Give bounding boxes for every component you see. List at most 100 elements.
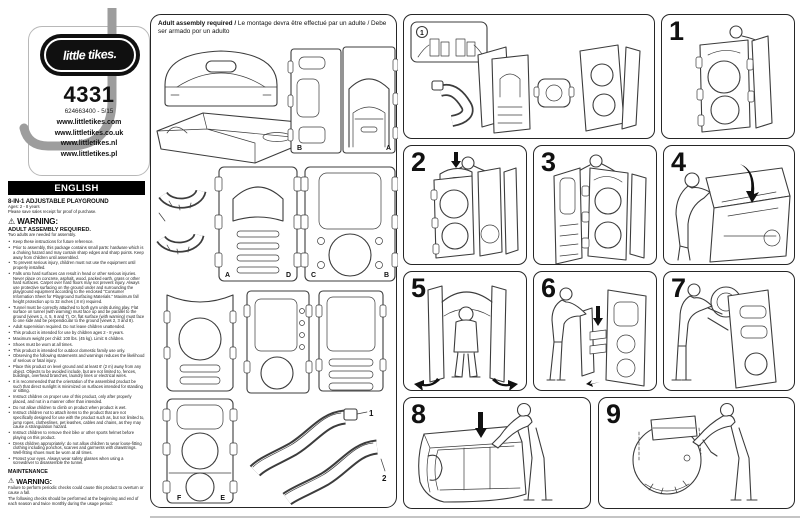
overview-illustration: 1 bbox=[410, 21, 641, 134]
part-label: C bbox=[311, 272, 316, 279]
warning-heading: ⚠ WARNING: bbox=[8, 217, 145, 226]
down-arrow-icon bbox=[593, 306, 603, 326]
step-number: 4 bbox=[671, 147, 686, 177]
parts-header: Adult assembly required / Le montage dev… bbox=[151, 15, 396, 36]
step-8-box: 8 bbox=[403, 397, 591, 509]
receipt-note: Please save sales receipt for proof of p… bbox=[8, 208, 97, 214]
part-label: F bbox=[177, 495, 182, 502]
swoosh-graphic bbox=[19, 8, 117, 151]
step-2-illustration bbox=[430, 152, 519, 259]
step-5-illustration bbox=[414, 285, 518, 390]
step-3-box: 3 bbox=[533, 145, 657, 265]
step-number: 6 bbox=[541, 273, 556, 303]
website-link: www.littletikes.nl bbox=[60, 140, 118, 147]
step-3-illustration bbox=[553, 154, 647, 264]
down-arrow-icon bbox=[451, 152, 461, 168]
door-panel-drawing: B A bbox=[287, 46, 398, 154]
tower-panel-drawing: F E bbox=[162, 398, 238, 504]
part-label: B bbox=[297, 145, 302, 152]
english-section: ENGLISH 8-IN-1 ADJUSTABLE PLAYGROUND Age… bbox=[8, 181, 145, 506]
model-number: 4331 bbox=[63, 82, 115, 107]
side-panel-circle-drawing bbox=[163, 294, 237, 392]
safety-bullet: Keep these instructions for future refer… bbox=[8, 240, 145, 245]
safety-bullet: Prior to assembly, this package contains… bbox=[8, 246, 145, 260]
safety-bullet: Tunnel must be correctly attached to bot… bbox=[8, 305, 145, 325]
maintenance-text-1: Failure to perform periodic checks could… bbox=[8, 485, 144, 495]
adult-assembly-sub: Two adults are needed for assembly. bbox=[8, 232, 77, 238]
small-arrow-icon bbox=[586, 380, 600, 387]
step-overview-box: 1 bbox=[403, 14, 655, 139]
slide-part-drawing: 2 bbox=[282, 439, 387, 506]
step-number: 5 bbox=[411, 273, 426, 303]
maintenance-heading: MAINTENANCE bbox=[8, 468, 48, 475]
website-list: www.littletikes.com www.littletikes.co.u… bbox=[28, 118, 150, 160]
safety-bullet: Maximum weight per child: 100 lbs. (45 k… bbox=[8, 336, 145, 342]
part-label: A bbox=[225, 272, 230, 279]
step-number: 3 bbox=[541, 147, 556, 177]
step-number: 7 bbox=[671, 273, 686, 303]
safety-bullet: It is recommended that the orientation o… bbox=[8, 379, 145, 394]
safety-bullet: Do not allow children to climb on produc… bbox=[8, 405, 145, 411]
curved-arrow-right-icon bbox=[492, 378, 518, 390]
step-6-box: 6 bbox=[533, 271, 657, 391]
curved-arrow-left-icon bbox=[414, 378, 440, 390]
inset-config-glyphs bbox=[417, 38, 485, 58]
safety-bullet: Place this product on level ground and a… bbox=[8, 364, 145, 379]
page-edge-rule bbox=[150, 516, 800, 518]
arch-ladder-panel-drawing: A D bbox=[214, 166, 302, 282]
product-title: 8-IN-1 ADJUSTABLE PLAYGROUND bbox=[8, 198, 109, 205]
safety-bullet: This product is intended for outdoor dom… bbox=[8, 348, 145, 354]
step-9-box: 9 bbox=[598, 397, 795, 509]
ages-note: Ages: 2 - 8 years bbox=[8, 204, 40, 209]
step-1-box: 1 bbox=[661, 14, 795, 139]
logo-text: little tikes. bbox=[63, 47, 117, 63]
website-link: www.littletikes.pl bbox=[60, 150, 118, 158]
circle-panel-drawing: C B bbox=[300, 166, 398, 282]
website-link: www.littletikes.com bbox=[56, 119, 122, 126]
safety-bullet: This product is intended for use by chil… bbox=[8, 330, 145, 336]
safety-bullet: Falls onto hard surfaces can result in h… bbox=[8, 271, 145, 304]
safety-bullet: Instruct children on proper use of this … bbox=[8, 394, 145, 404]
slide-part-drawing: 1 bbox=[249, 408, 374, 477]
step-4-box: 4 bbox=[663, 145, 795, 265]
side-panel-window-slots-drawing bbox=[315, 290, 387, 392]
side-panel-window-circle-drawing bbox=[243, 290, 313, 394]
tunnel-half-parts-drawing bbox=[156, 189, 207, 255]
parts-illustration: B A A D bbox=[156, 46, 398, 506]
language-header: ENGLISH bbox=[8, 181, 145, 195]
maintenance-warning-heading: ⚠ WARNING: bbox=[8, 477, 145, 486]
slide-label: 1 bbox=[369, 409, 374, 418]
roof-part-drawing bbox=[164, 50, 278, 107]
step-6-illustration bbox=[546, 287, 647, 387]
step-5-box: 5 bbox=[403, 271, 527, 391]
warning-icon: ⚠ bbox=[8, 478, 15, 486]
step-7-box: 7 bbox=[663, 271, 795, 391]
parts-header-rest: Le montage devra être effectué par un ad… bbox=[158, 20, 387, 35]
part-label: E bbox=[220, 495, 225, 502]
safety-bullet: Instruct children to remove their bike o… bbox=[8, 430, 145, 440]
step-number: 9 bbox=[606, 399, 621, 429]
down-arrow-icon bbox=[475, 412, 487, 438]
safety-bullet-list: Keep these instructions for future refer… bbox=[8, 240, 145, 466]
step-number: 2 bbox=[411, 147, 426, 177]
safety-bullet: Protect your eyes. Always wear safety gl… bbox=[8, 456, 145, 466]
parts-panel: Adult assembly required / Le montage dev… bbox=[150, 14, 398, 508]
slide-label: 2 bbox=[382, 474, 387, 483]
safety-bullet: Observing the following statements and w… bbox=[8, 354, 145, 363]
step-number: 1 bbox=[669, 16, 684, 46]
safety-bullet: To prevent serious injury, children must… bbox=[8, 261, 145, 270]
safety-bullet: Dress children appropriately: do not all… bbox=[8, 441, 145, 456]
step-1-illustration bbox=[695, 25, 773, 133]
part-label: D bbox=[286, 272, 291, 279]
safety-bullet: Instruct children not to attach items to… bbox=[8, 411, 145, 430]
part-label: B bbox=[384, 272, 389, 279]
parts-header-bold: Adult assembly required / bbox=[158, 20, 237, 27]
little-tikes-logo: little tikes. bbox=[40, 34, 140, 76]
step-9-illustration bbox=[632, 402, 758, 501]
adult-assembly-heading: ADULT ASSEMBLY REQUIRED. bbox=[8, 227, 91, 234]
inset-config-label: 1 bbox=[420, 30, 424, 37]
step-2-box: 2 bbox=[403, 145, 527, 265]
warning-label: WARNING: bbox=[17, 217, 58, 227]
step-number: 8 bbox=[411, 399, 426, 429]
